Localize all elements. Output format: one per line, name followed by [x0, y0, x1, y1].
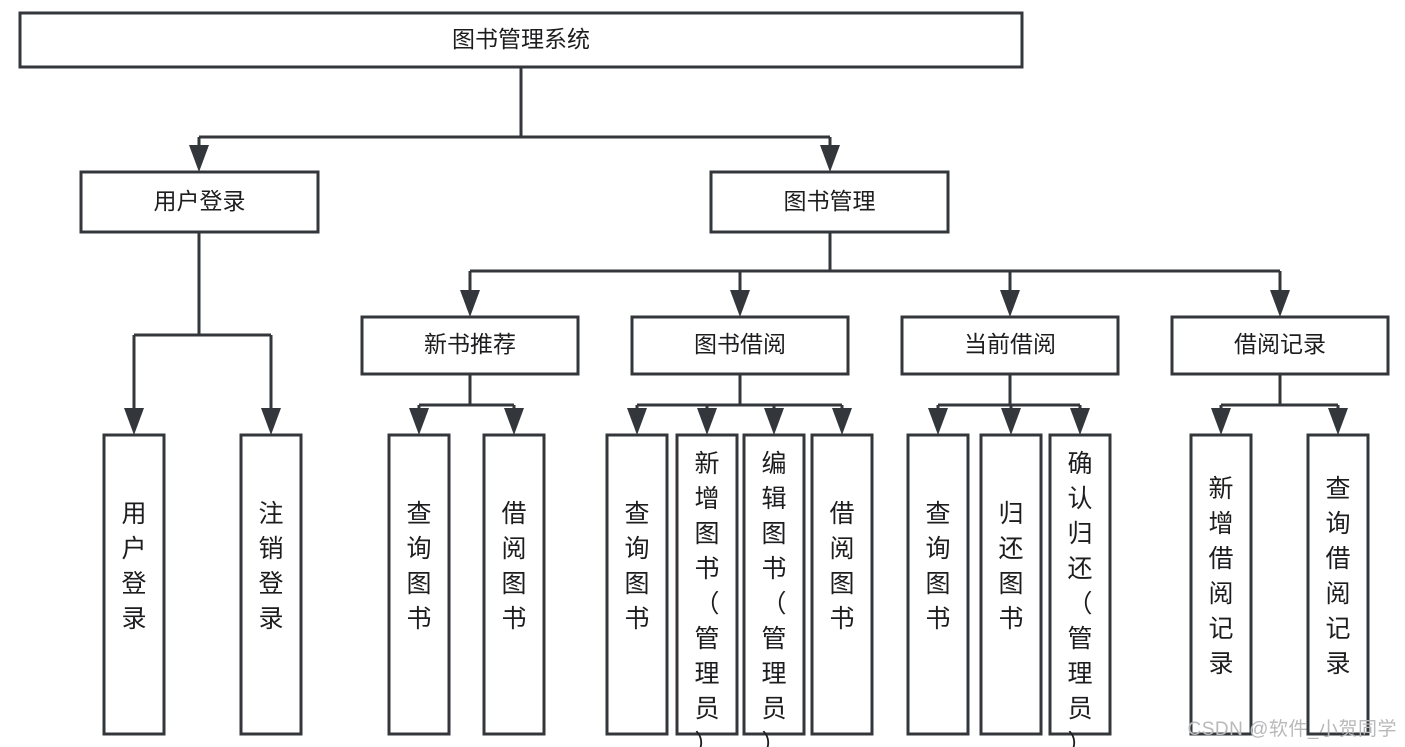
leaf-add-book-box[interactable] [675, 433, 739, 736]
node-book-manage[interactable]: 图书管理 [709, 170, 950, 234]
node-book-borrow[interactable]: 图书借阅 [630, 315, 850, 376]
book-borrow-label: 图书借阅 [694, 331, 786, 357]
leaf-borrow-book-2-label: 借阅图书 [829, 500, 854, 633]
arrow-to-leaf-add-book [697, 408, 717, 435]
leaf-return-book-label: 归还图书 [998, 500, 1023, 633]
leaf-query-record-label: 查询借阅记录 [1325, 475, 1350, 678]
leaf-user-logout-label: 注销登录 [258, 500, 283, 633]
node-leaf-borrow-book-2[interactable]: 借阅图书 [810, 433, 874, 736]
user-login-box[interactable] [79, 170, 320, 234]
book-manage-box[interactable] [709, 170, 950, 234]
node-leaf-add-book[interactable]: 新增图书（管理员） [675, 433, 739, 747]
node-leaf-user-logout[interactable]: 注销登录 [239, 433, 303, 736]
node-user-login[interactable]: 用户登录 [79, 170, 320, 234]
leaf-user-logout-box[interactable] [239, 433, 303, 736]
node-leaf-query-book-1[interactable]: 查询图书 [387, 433, 451, 736]
book-borrow-box[interactable] [630, 315, 850, 376]
leaf-add-record-box[interactable] [1189, 433, 1253, 736]
leaf-query-book-3-box[interactable] [906, 433, 970, 736]
node-new-book-recommend[interactable]: 新书推荐 [360, 315, 580, 376]
arrow-to-leaf-query-book-1 [409, 408, 429, 435]
arrow-to-leaf-return-book [1001, 408, 1021, 435]
leaf-query-book-1-box[interactable] [387, 433, 451, 736]
arrow-to-leaf-confirm-return [1070, 408, 1090, 435]
leaf-borrow-book-2-box[interactable] [810, 433, 874, 736]
leaf-add-book-label: 新增图书（管理员） [694, 450, 719, 747]
leaf-query-book-1-label: 查询图书 [406, 500, 431, 633]
node-leaf-borrow-book-1[interactable]: 借阅图书 [482, 433, 546, 736]
arrow-to-leaf-edit-book [764, 408, 784, 435]
arrow-to-leaf-user-logout [261, 408, 281, 435]
leaf-return-book-box[interactable] [979, 433, 1043, 736]
borrow-records-label: 借阅记录 [1234, 331, 1326, 357]
borrow-records-box[interactable] [1170, 315, 1390, 376]
arrow-to-new-book-recommend [460, 290, 480, 317]
node-leaf-query-book-2[interactable]: 查询图书 [605, 433, 669, 736]
node-borrow-records[interactable]: 借阅记录 [1170, 315, 1390, 376]
leaf-edit-book-box[interactable] [742, 433, 806, 736]
csdn-watermark: CSDN @软件_小贺同学 [1187, 719, 1397, 740]
arrow-to-current-borrow [1000, 290, 1020, 317]
current-borrow-label: 当前借阅 [964, 331, 1056, 357]
leaf-add-record-label: 新增借阅记录 [1208, 475, 1233, 678]
new-book-recommend-box[interactable] [360, 315, 580, 376]
leaf-user-login-label: 用户登录 [121, 500, 146, 633]
leaf-borrow-book-1-box[interactable] [482, 433, 546, 736]
arrow-to-leaf-query-record [1328, 408, 1348, 435]
arrow-to-leaf-borrow-book-1 [504, 408, 524, 435]
node-leaf-add-record[interactable]: 新增借阅记录 [1189, 433, 1253, 736]
node-root[interactable]: 图书管理系统 [18, 11, 1024, 69]
root-label: 图书管理系统 [452, 26, 590, 52]
leaf-borrow-book-1-label: 借阅图书 [501, 500, 526, 633]
arrow-to-book-borrow [730, 290, 750, 317]
current-borrow-box[interactable] [900, 315, 1120, 376]
root-box[interactable] [18, 11, 1024, 69]
node-leaf-user-login[interactable]: 用户登录 [102, 433, 166, 736]
node-leaf-edit-book[interactable]: 编辑图书（管理员） [742, 433, 806, 747]
connector-layer [124, 67, 1348, 435]
new-book-recommend-label: 新书推荐 [424, 331, 516, 357]
arrow-to-leaf-borrow-book-2 [832, 408, 852, 435]
arrow-to-leaf-user-login [124, 408, 144, 435]
leaf-query-record-box[interactable] [1306, 433, 1370, 736]
leaf-confirm-return-box[interactable] [1048, 433, 1112, 736]
leaf-query-book-2-label: 查询图书 [624, 500, 649, 633]
leaf-confirm-return-label: 确认归还（管理员） [1067, 450, 1092, 747]
arrow-to-borrow-records [1270, 290, 1290, 317]
leaf-query-book-2-box[interactable] [605, 433, 669, 736]
node-current-borrow[interactable]: 当前借阅 [900, 315, 1120, 376]
book-manage-label: 图书管理 [784, 188, 876, 214]
leaf-user-login-box[interactable] [102, 433, 166, 736]
arrow-to-leaf-query-book-2 [627, 408, 647, 435]
leaf-query-book-3-label: 查询图书 [925, 500, 950, 633]
user-login-label: 用户登录 [154, 188, 246, 214]
arrow-root-to-book-manage [820, 145, 840, 172]
node-leaf-return-book[interactable]: 归还图书 [979, 433, 1043, 736]
arrow-to-leaf-add-record [1211, 408, 1231, 435]
leaf-edit-book-label: 编辑图书（管理员） [761, 450, 786, 747]
node-leaf-confirm-return[interactable]: 确认归还（管理员） [1048, 433, 1112, 747]
node-leaf-query-record[interactable]: 查询借阅记录 [1306, 433, 1370, 736]
arrow-to-leaf-query-book-3 [928, 408, 948, 435]
node-leaf-query-book-3[interactable]: 查询图书 [906, 433, 970, 736]
arrow-root-to-user-login [189, 145, 209, 172]
